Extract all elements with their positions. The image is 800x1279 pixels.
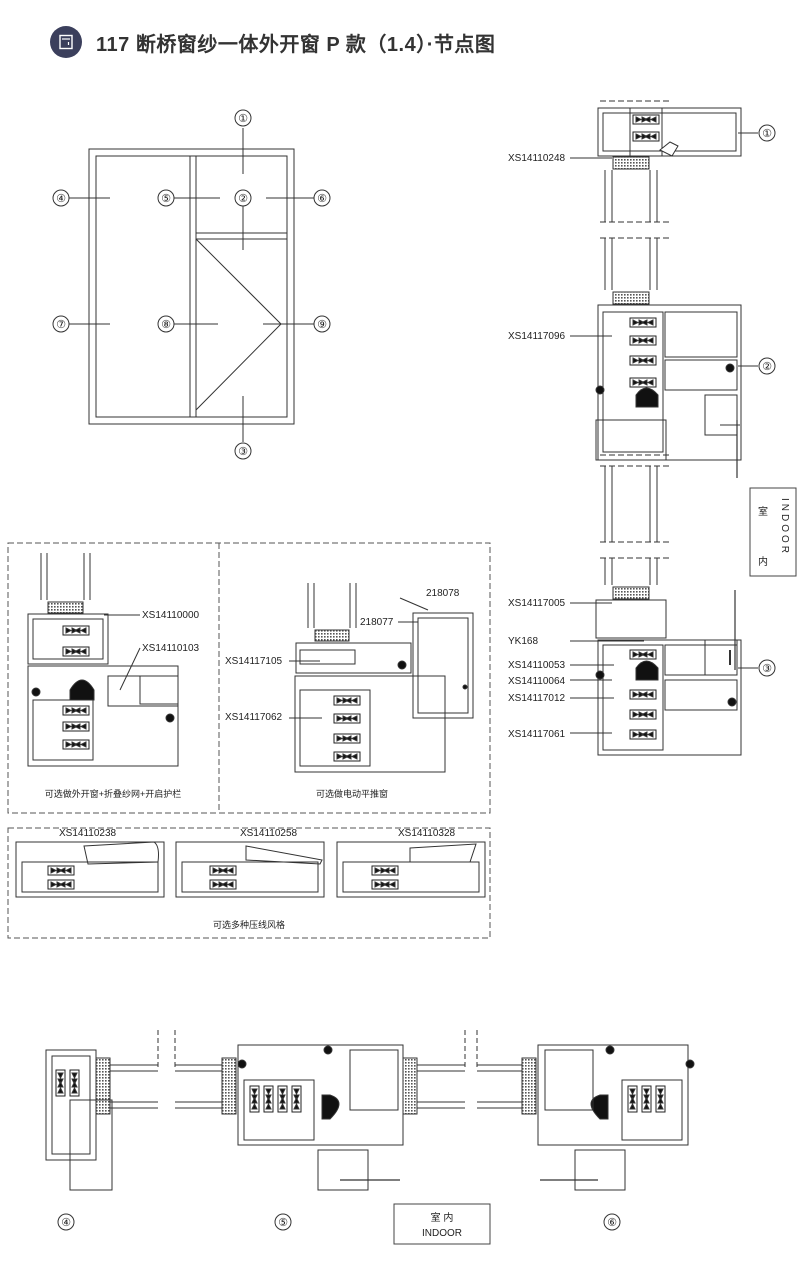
section-marker-1: ①: [762, 128, 772, 140]
indoor-cn: 室 内: [431, 1211, 454, 1224]
section-marker-3: ③: [762, 663, 772, 675]
option-a-labels: XS14110000 XS14110103 可选做外开窗+折叠纱网+开启护栏: [45, 610, 200, 799]
window-elevation: [67, 128, 316, 442]
marker-8: ⑧: [161, 319, 171, 331]
option-a-caption: 可选做外开窗+折叠纱网+开启护栏: [45, 788, 182, 799]
label-218078: 218078: [426, 588, 460, 599]
indoor-cn-bottom: 内: [758, 555, 768, 568]
marker-2: ②: [238, 193, 248, 205]
elevation-markers: ① ② ③ ④ ⑤ ⑥ ⑦ ⑧ ⑨: [52, 109, 331, 460]
option-b-caption: 可选做电动平推窗: [316, 788, 388, 799]
bead-styles-drawing: [15, 841, 486, 898]
label-218077: 218077: [360, 617, 394, 628]
label-xs14117105: XS14117105: [225, 656, 283, 667]
label-xs14117062: XS14117062: [225, 712, 283, 723]
option-b-drawing: [289, 583, 474, 773]
section-marker-2: ②: [762, 361, 772, 373]
label-xs14110053: XS14110053: [508, 660, 566, 671]
horizontal-section-labels: ④ ⑤ ⑥ 室 内 INDOOR: [57, 1211, 621, 1239]
marker-6: ⑥: [317, 193, 327, 205]
label-xs14117096: XS14117096: [508, 331, 566, 342]
label-xs14117005: XS14117005: [508, 598, 566, 609]
header: 117 断桥窗纱一体外开窗 P 款（1.4）·节点图: [50, 22, 495, 62]
section-marker-5: ⑤: [278, 1217, 288, 1229]
indoor-cn-top: 室: [758, 505, 768, 518]
window-icon: [50, 26, 82, 58]
option-b-labels: 218078 218077 XS14117105 XS14117062 可选做电…: [225, 588, 460, 799]
marker-3: ③: [238, 446, 248, 458]
vertical-section: [570, 100, 797, 756]
marker-7: ⑦: [56, 319, 66, 331]
label-xs14110064: XS14110064: [508, 676, 566, 687]
label-xs14110258: XS14110258: [240, 828, 298, 839]
indoor-en-vertical: INDOOR: [779, 498, 790, 556]
indoor-en: INDOOR: [422, 1228, 462, 1239]
marker-5: ⑤: [161, 193, 171, 205]
vertical-section-labels: XS14110248 XS14117096 XS14117005 YK168 X…: [508, 124, 790, 740]
page-title: 117 断桥窗纱一体外开窗 P 款（1.4）·节点图: [96, 33, 496, 56]
option-panels: [7, 542, 491, 939]
marker-1: ①: [238, 113, 248, 125]
label-xs14110103: XS14110103: [142, 643, 200, 654]
label-xs14110238: XS14110238: [59, 828, 117, 839]
label-xs14117012: XS14117012: [508, 693, 566, 704]
label-xs14110248: XS14110248: [508, 153, 566, 164]
option-a-drawing: [27, 553, 179, 767]
bead-labels: XS14110238 XS14110258 XS14110328 可选多种压线风…: [59, 828, 456, 930]
label-xs14117061: XS14117061: [508, 729, 566, 740]
marker-9: ⑨: [317, 319, 327, 331]
marker-4: ④: [56, 193, 66, 205]
label-xs14110328: XS14110328: [398, 828, 456, 839]
label-xs14110000: XS14110000: [142, 610, 200, 621]
horizontal-section: [45, 1030, 695, 1245]
label-yk168: YK168: [508, 636, 538, 647]
section-marker-4: ④: [61, 1217, 71, 1229]
beads-caption: 可选多种压线风格: [213, 919, 285, 930]
section-marker-6: ⑥: [607, 1217, 617, 1229]
